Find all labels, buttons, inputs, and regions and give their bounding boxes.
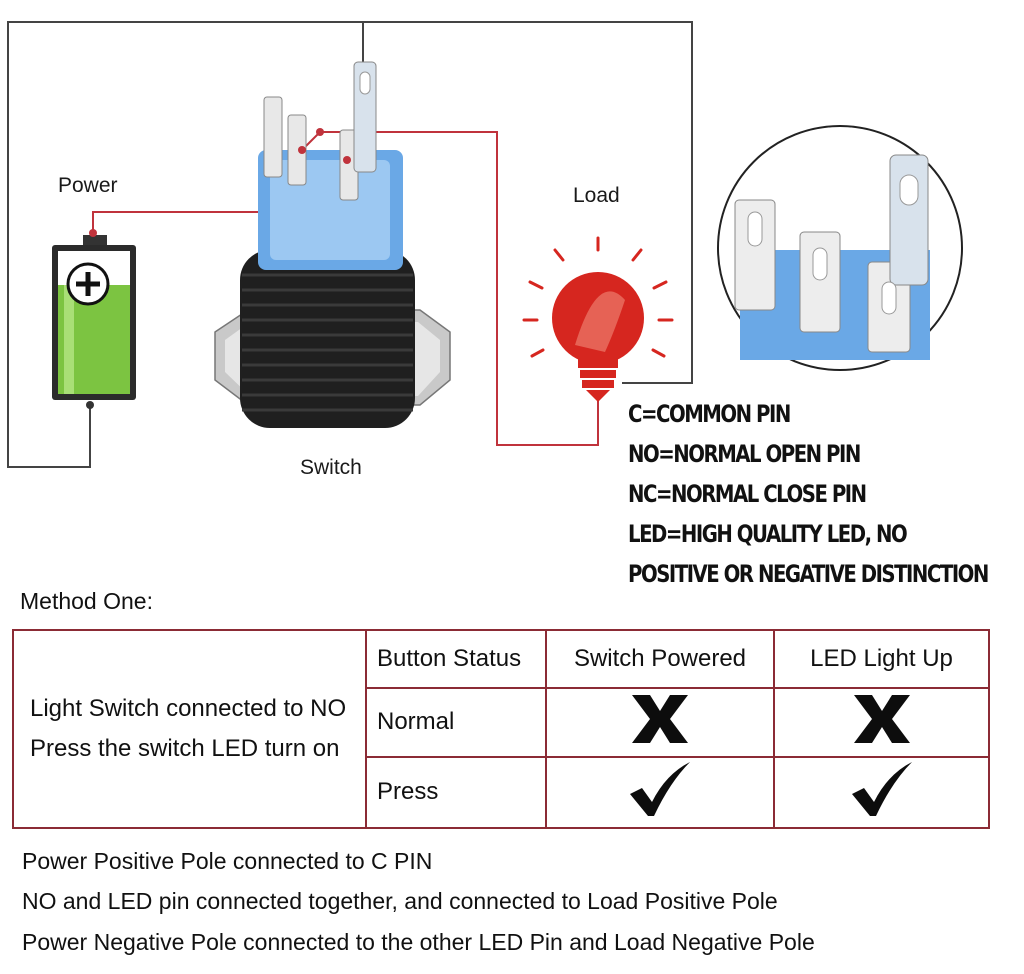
description-line: Press the switch LED turn on <box>30 735 340 762</box>
legend-line: NO=NORMAL OPEN PIN <box>628 440 861 468</box>
load-label: Load <box>573 184 620 207</box>
battery-icon <box>52 229 136 409</box>
legend-line: NC=NORMAL CLOSE PIN <box>628 480 867 508</box>
wiring-diagram <box>7 21 963 468</box>
bulb-icon <box>522 236 674 402</box>
cross-icon <box>545 687 775 758</box>
description-line: Light Switch connected to NO <box>30 695 347 722</box>
switch-label: Switch <box>300 456 362 479</box>
legend-line: POSITIVE OR NEGATIVE DISTINCTION <box>628 560 989 588</box>
column-header: LED Light Up <box>773 629 990 689</box>
status-cell: Normal <box>365 687 547 758</box>
check-icon <box>773 755 990 830</box>
note-line: Power Positive Pole connected to C PIN <box>22 848 433 874</box>
column-header: Switch Powered <box>545 629 775 689</box>
switch-icon <box>214 61 451 428</box>
table-row: Press <box>13 755 990 830</box>
table-row: Normal <box>13 687 990 758</box>
pin-detail-icon <box>717 125 963 371</box>
power-label: Power <box>58 174 118 197</box>
method-description: Light Switch connected to NO Press the s… <box>12 629 367 829</box>
legend-line: LED=HIGH QUALITY LED, NO <box>628 520 908 548</box>
cross-icon <box>773 687 990 758</box>
column-header: Button Status <box>365 629 547 689</box>
legend-line: C=COMMON PIN <box>628 400 791 428</box>
note-line: Power Negative Pole connected to the oth… <box>22 929 815 955</box>
check-icon <box>545 755 775 830</box>
method-title: Method One: <box>20 588 153 614</box>
status-table: Light Switch connected to NO Press the s… <box>12 629 990 830</box>
table-header-row: Light Switch connected to NO Press the s… <box>12 629 990 829</box>
note-line: NO and LED pin connected together, and c… <box>22 888 778 914</box>
status-cell: Press <box>365 755 547 830</box>
